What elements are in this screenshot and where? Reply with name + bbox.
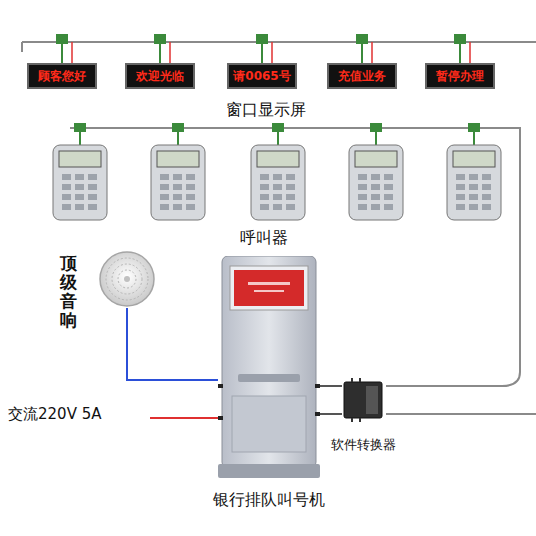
speaker-symbol <box>98 250 156 308</box>
queue-kiosk: 银行排队叫号机 <box>218 256 320 478</box>
part-label: 窗口显示屏 <box>226 100 306 121</box>
window-display: 充值业务 <box>327 63 397 89</box>
display-text: 顾客您好 <box>38 68 86 85</box>
converter-symbol <box>342 378 384 422</box>
display-text: 充值业务 <box>338 68 386 85</box>
display-text: 请0065号 <box>233 68 290 85</box>
speaker: 顶级音响 <box>98 250 156 308</box>
node-caption: 银行排队叫号机 <box>178 490 360 511</box>
window-display: 欢迎光临 <box>125 63 195 89</box>
power-wire <box>150 417 220 419</box>
node-caption: 顶级音响 <box>60 254 78 330</box>
display-connectors <box>56 34 470 63</box>
wire-connector <box>320 386 342 387</box>
software-converter: 软件转换器 <box>342 378 384 422</box>
display-text: 欢迎光临 <box>136 68 184 85</box>
window-display: 请0065号 <box>227 63 297 89</box>
part-label: 交流220V 5A <box>8 405 101 424</box>
caller-devices <box>53 123 501 220</box>
part-label: 呼叫器 <box>240 228 288 249</box>
kiosk-illustration <box>218 256 320 478</box>
wire-connector <box>127 308 218 380</box>
display-text: 暂停办理 <box>436 68 484 85</box>
window-display: 暂停办理 <box>425 63 495 89</box>
window-display: 顾客您好 <box>27 63 97 89</box>
wire-connector <box>320 414 342 415</box>
node-caption: 软件转换器 <box>316 436 410 454</box>
